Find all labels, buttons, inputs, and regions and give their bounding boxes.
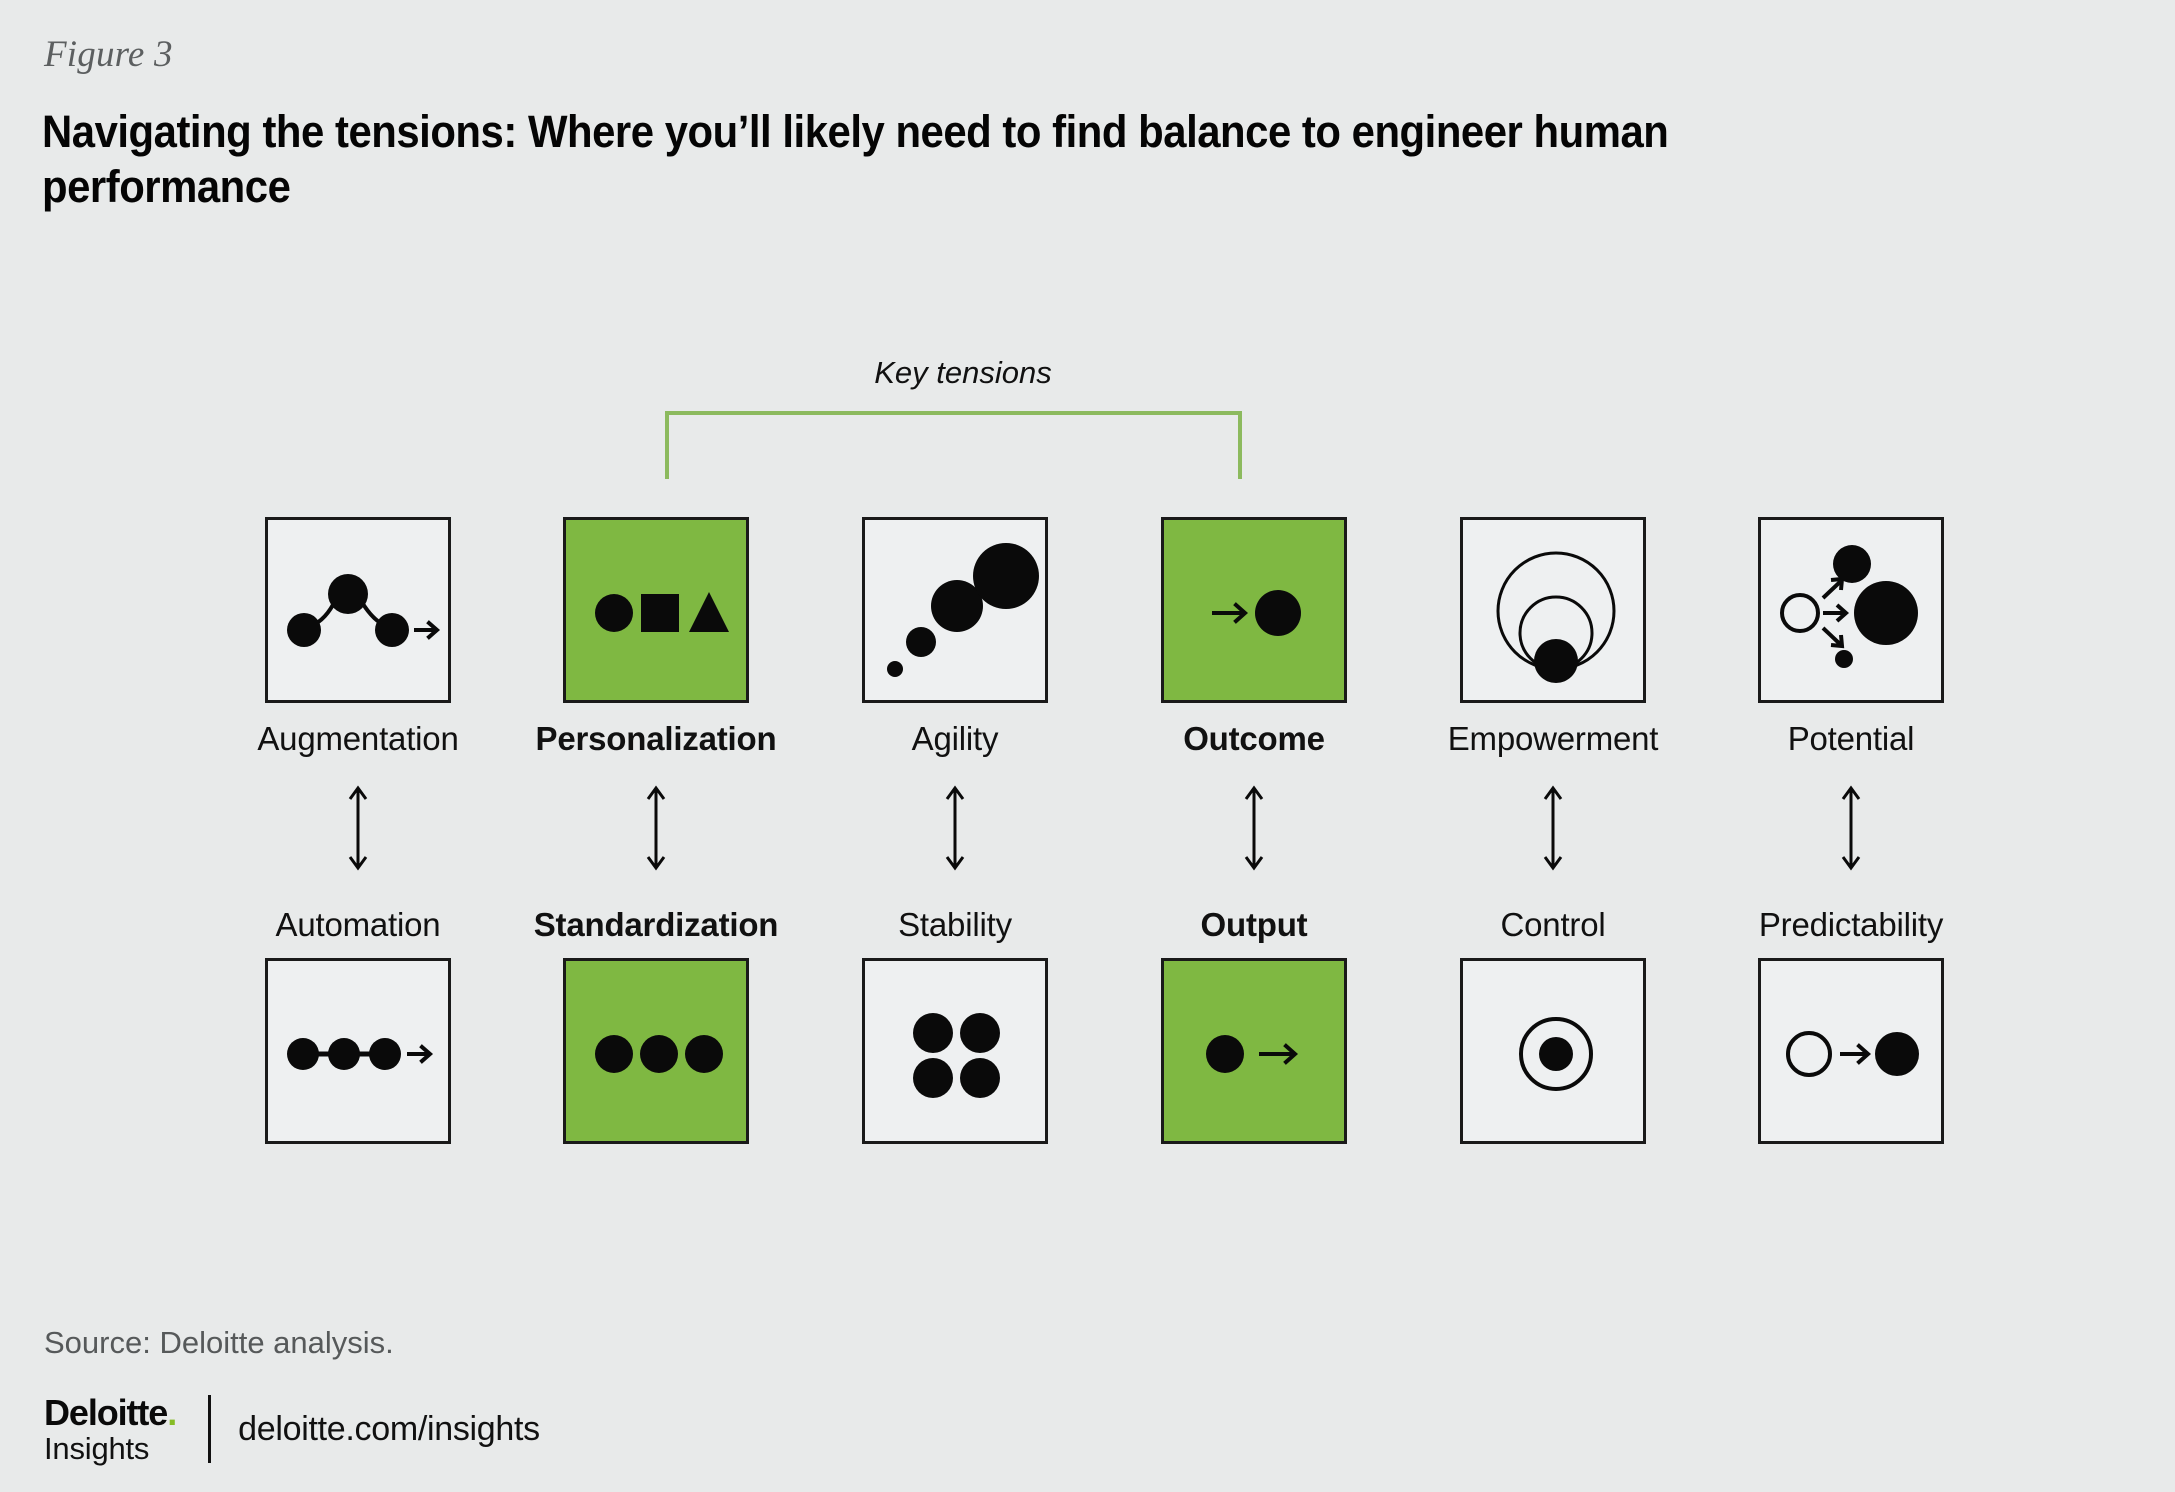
tile-stability[interactable] [862,958,1048,1144]
tension-columns: Augmentation Automation [257,517,1944,1171]
tension-arrow-1 [265,768,451,874]
logo-insights-text: Insights [44,1430,150,1466]
tension-column-personalization: Personalization Standardization [534,517,778,1144]
label-standardization: Standardization [533,906,779,943]
nested-circles-dot-icon [1496,551,1616,683]
double-headed-vertical-arrow-icon [1543,785,1563,871]
key-tensions-bracket [665,411,1242,479]
tile-automation[interactable] [265,958,451,1144]
figure-label: Figure 3 [44,34,173,75]
tile-output[interactable] [1161,958,1347,1144]
peaked-dot-path-arrow-icon [287,574,441,647]
label-control: Control [1500,906,1606,943]
double-headed-vertical-arrow-icon [646,785,666,871]
linear-dot-chain-arrow-icon [287,1038,434,1070]
tension-arrow-2 [563,768,749,874]
double-headed-vertical-arrow-icon [1841,785,1861,871]
tile-potential[interactable] [1758,517,1944,703]
key-tensions-label: Key tensions [874,355,1052,390]
label-stability: Stability [898,906,1012,943]
deloitte-insights-logo: Deloitte. Insights [44,1391,177,1466]
three-equal-dots-icon [595,1035,723,1073]
label-augmentation: Augmentation [257,720,459,757]
logo-green-dot: . [167,1391,177,1433]
logo-deloitte-text: Deloitte [44,1391,168,1433]
hollow-arrow-filled-circle-icon [1786,1031,1919,1077]
tile-empowerment[interactable] [1460,517,1646,703]
tile-augmentation[interactable] [265,517,451,703]
tile-personalization[interactable] [563,517,749,703]
label-predictability: Predictability [1758,906,1944,943]
tension-column-augmentation: Augmentation Automation [257,517,459,1144]
tile-control[interactable] [1460,958,1646,1144]
circle-square-triangle-icon [595,592,729,632]
brand-bar: Deloitte. Insights deloitte.com/insights [44,1392,540,1466]
arrow-into-dot-icon [1212,590,1301,636]
logo-wordmark: Deloitte. [44,1391,177,1433]
tension-arrow-3 [862,768,1048,874]
tension-column-empowerment: Empowerment Control [1448,517,1658,1144]
label-potential: Potential [1787,720,1915,757]
page-title: Navigating the tensions: Where you’ll li… [42,106,1669,212]
label-automation: Automation [275,906,441,943]
label-output: Output [1200,906,1308,943]
tile-standardization[interactable] [563,958,749,1144]
brand-divider [208,1395,212,1463]
tile-outcome[interactable] [1161,517,1347,703]
double-headed-vertical-arrow-icon [348,785,368,871]
tension-column-agility: Agility Stability [862,517,1048,1144]
tension-arrow-6 [1758,768,1944,874]
double-headed-vertical-arrow-icon [1244,785,1264,871]
brand-url[interactable]: deloitte.com/insights [238,1409,540,1448]
tension-column-potential: Potential Predictability [1758,517,1944,1144]
label-personalization: Personalization [535,720,777,757]
growing-dots-diagonal-icon [887,543,1039,677]
tile-predictability[interactable] [1758,958,1944,1144]
label-empowerment: Empowerment [1447,720,1659,757]
dot-into-arrow-icon [1206,1035,1299,1073]
tension-column-outcome: Outcome Output [1161,517,1347,1144]
tile-agility[interactable] [862,517,1048,703]
tension-arrow-4 [1161,768,1347,874]
concentric-circle-dot-icon [1519,1017,1593,1091]
source-note: Source: Deloitte analysis. [44,1325,394,1360]
label-outcome: Outcome [1183,720,1325,757]
tension-arrow-5 [1460,768,1646,874]
double-headed-vertical-arrow-icon [945,785,965,871]
branching-arrows-dots-icon [1780,545,1918,668]
label-agility: Agility [911,720,999,757]
four-dot-grid-icon [913,1013,1000,1098]
